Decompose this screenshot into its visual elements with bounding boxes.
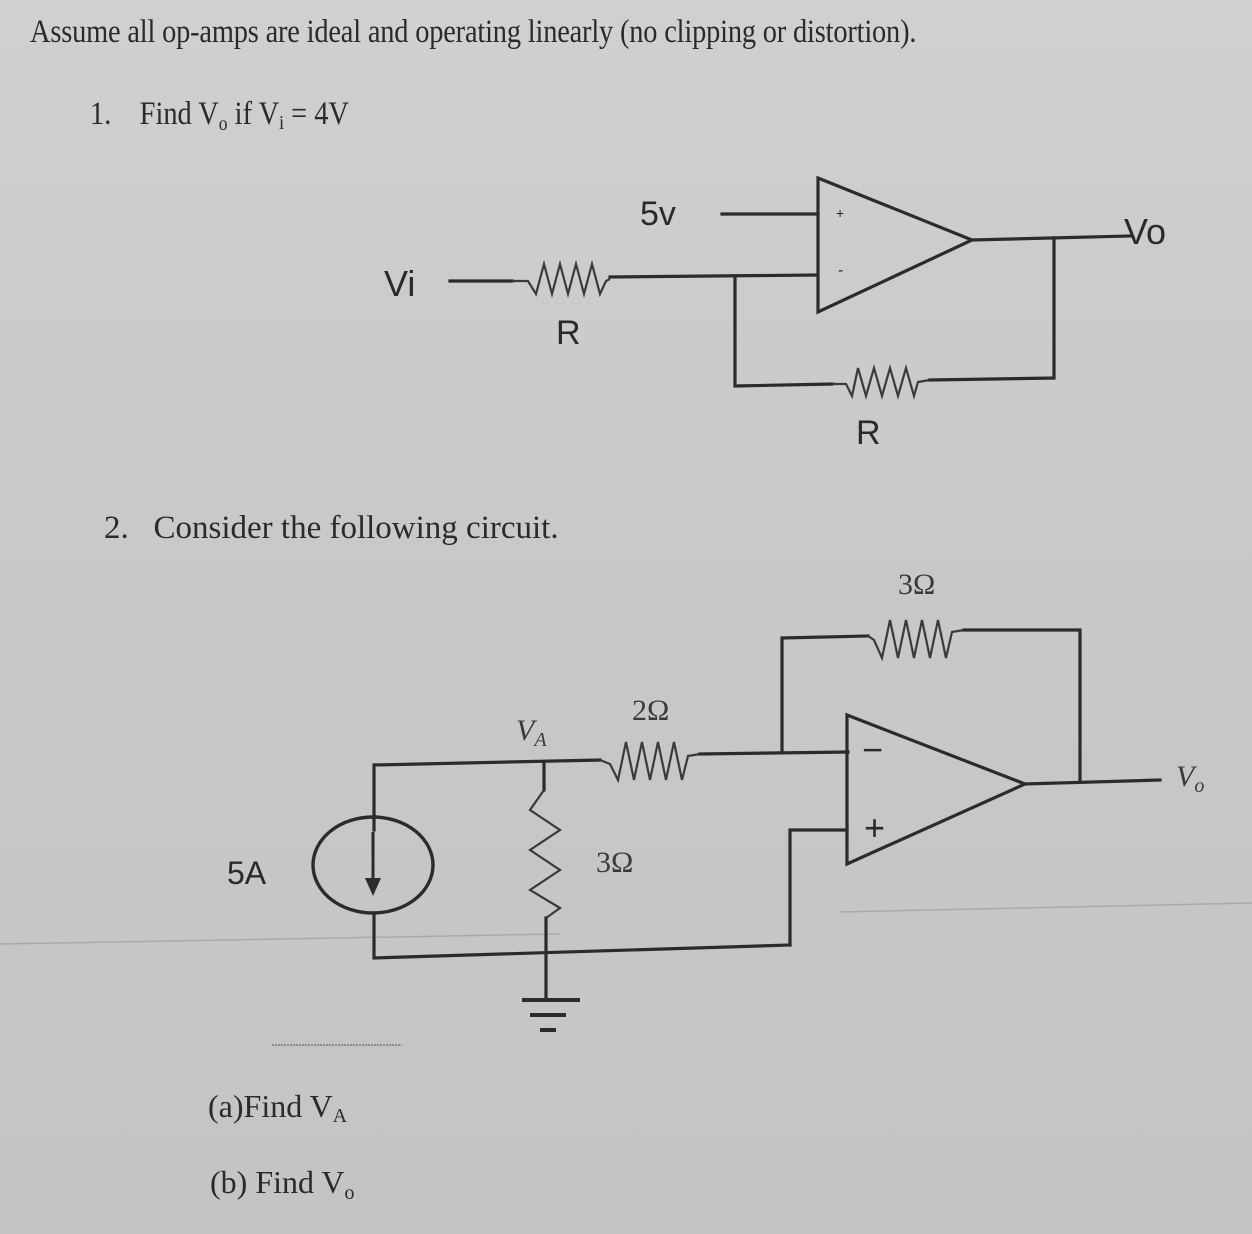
part-a: (a)Find VA xyxy=(208,1088,347,1128)
part-b: (b) Find Vo xyxy=(210,1164,354,1205)
problem-2-text: Consider the following circuit. xyxy=(153,510,559,546)
circuit2-series-resistor xyxy=(599,741,701,784)
circuit2-output-wire xyxy=(1023,778,1162,786)
circuit1-source-label: 5v xyxy=(640,195,676,233)
problem-1-number: 1. xyxy=(90,96,112,132)
circuit1-plus-sign: + xyxy=(836,205,844,221)
circuit2-series-resistor-label: 2Ω xyxy=(632,694,669,727)
circuit2-node-label: VA xyxy=(516,714,547,751)
ground-icon xyxy=(522,998,580,1032)
circuit1-feedback-left-wire xyxy=(733,274,834,388)
instructions-text: Assume all op-amps are ideal and operati… xyxy=(30,14,917,50)
circuit1-input-resistor xyxy=(512,259,611,299)
circuit2-feedback-resistor-label: 3Ω xyxy=(898,568,935,601)
circuit2-feedback-left-wire xyxy=(780,634,870,754)
circuit1-feedback-resistor-label: R xyxy=(856,414,881,452)
part-b-text: Find V xyxy=(255,1164,345,1200)
circuit2-ground-rail xyxy=(372,911,792,960)
circuit2-output-label: Vo xyxy=(1176,760,1204,797)
part-b-label: (b) xyxy=(210,1164,248,1200)
problem-2-statement: 2. Consider the following circuit. xyxy=(104,510,559,547)
problem-1-value: = 4V xyxy=(283,96,349,132)
circuit1-output-label: Vo xyxy=(1124,211,1166,252)
circuit1-feedback-right-wire xyxy=(928,236,1056,382)
paper-crease xyxy=(0,933,561,945)
circuit1-minus-sign: - xyxy=(838,262,843,279)
circuit1-input-label: Vi xyxy=(384,263,415,304)
circuit1-feedback-resistor xyxy=(832,363,931,401)
problem-2-number: 2. xyxy=(104,510,129,546)
circuit2-feedback-right-wire xyxy=(962,628,1082,782)
problem-1-find: Find V xyxy=(139,96,219,132)
circuit2-plus-sign: + xyxy=(864,807,885,848)
circuit1-output-wire xyxy=(970,234,1132,242)
circuit1-opamp xyxy=(816,175,977,315)
circuit2-current-source-label: 5A xyxy=(227,855,267,891)
problem-1-if: if V xyxy=(227,96,280,132)
circuit2-minus-sign: − xyxy=(862,729,883,770)
circuit2-opamp xyxy=(845,712,1030,867)
circuit2-feedback-resistor xyxy=(867,619,965,662)
circuit2-node-a-wire xyxy=(372,758,602,832)
problem-1-vo-sub: o xyxy=(218,113,228,136)
part-a-label: (a) xyxy=(208,1088,244,1124)
part-a-text: Find V xyxy=(243,1088,333,1124)
circuit-2: VA 2Ω 3Ω − + Vo 5A 3Ω xyxy=(227,568,1204,1032)
problem-1-statement: 1. Find Vo if Vi = 4V xyxy=(90,96,349,136)
down-arrow-icon xyxy=(365,878,381,896)
circuit2-shunt-resistor-label: 3Ω xyxy=(596,846,633,879)
problem-1-vi-sub: i xyxy=(279,112,284,135)
circuit1-minus-wire xyxy=(608,273,820,279)
circuit-1: 5v + - Vi R R Vo xyxy=(384,175,1166,452)
part-a-sub: A xyxy=(332,1104,348,1127)
circuit1-input-resistor-label: R xyxy=(556,314,581,352)
circuit2-minus-wire xyxy=(698,750,850,756)
paper-crease xyxy=(839,902,1252,913)
circuit2-shunt-resistor xyxy=(527,789,563,919)
part-b-sub: o xyxy=(344,1181,355,1204)
circuit2-plus-wire xyxy=(788,828,849,947)
